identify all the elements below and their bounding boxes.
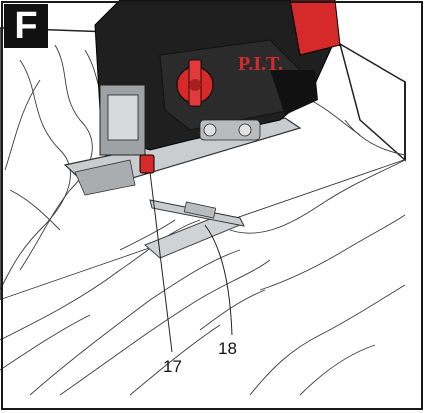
- leader-line-17: [149, 171, 173, 353]
- workpiece-front: [0, 160, 405, 395]
- panel-label: F: [4, 4, 48, 48]
- wood-grain-lines: [0, 44, 406, 396]
- callout-17: 17: [163, 357, 182, 376]
- leader-line-18: [204, 224, 233, 336]
- brand-text: P.I.T.: [238, 53, 283, 75]
- guide-lock-screw: [139, 154, 155, 174]
- callout-18: 18: [218, 339, 237, 358]
